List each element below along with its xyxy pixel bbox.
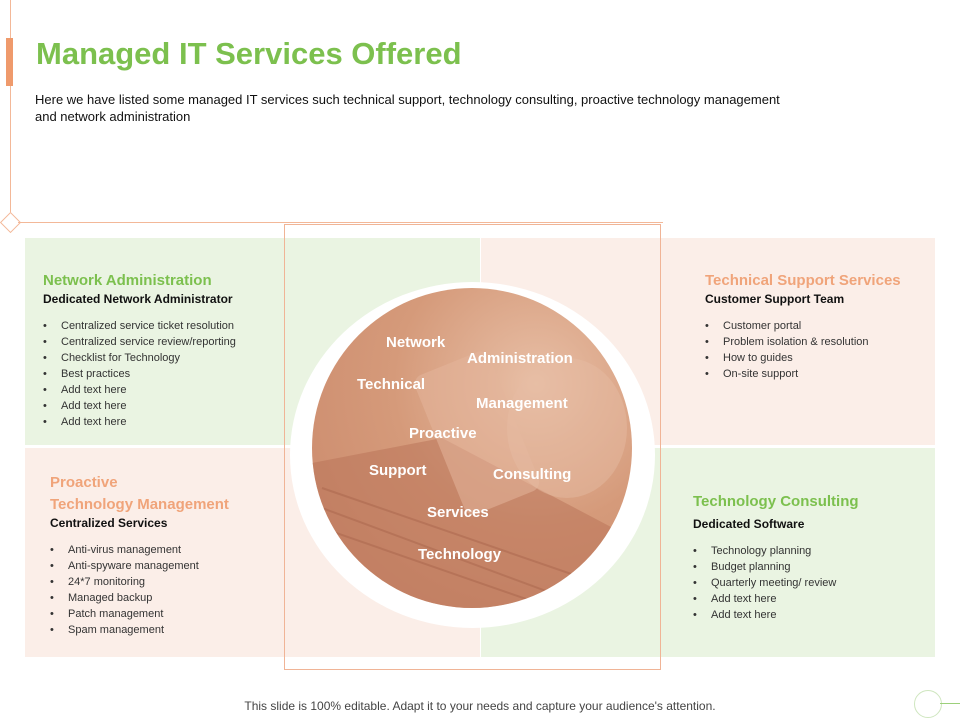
footer-note: This slide is 100% editable. Adapt it to…	[244, 699, 716, 713]
network-admin-list: Centralized service ticket resolution Ce…	[43, 318, 283, 430]
title-accent-bar	[6, 38, 13, 86]
decor-corner-circle	[914, 690, 942, 718]
list-item: Centralized service ticket resolution	[43, 318, 283, 334]
technical-support-list: Customer portal Problem isolation & reso…	[705, 318, 925, 382]
list-item: 24*7 monitoring	[50, 574, 290, 590]
circle-word: Technology	[418, 546, 502, 563]
list-item: Quarterly meeting/ review	[693, 575, 923, 591]
list-item: Budget planning	[693, 559, 923, 575]
circle-word: Consulting	[493, 466, 572, 483]
network-admin-title: Network Administration	[43, 272, 212, 289]
list-item: Add text here	[43, 398, 283, 414]
decor-corner-line	[940, 703, 960, 704]
services-word-cloud: Network Administration Technical Managem…	[312, 288, 632, 608]
technical-support-title: Technical Support Services	[705, 272, 901, 289]
decor-horizontal-line	[18, 222, 663, 223]
list-item: Anti-spyware management	[50, 558, 290, 574]
technical-support-block: Technical Support Services Customer Supp…	[705, 270, 925, 382]
technology-consulting-title: Technology Consulting	[693, 493, 859, 510]
circle-word: Administration	[467, 350, 573, 367]
circle-word: Network	[386, 334, 446, 351]
list-item: Patch management	[50, 606, 290, 622]
list-item: Add text here	[693, 607, 923, 623]
list-item: Centralized service review/reporting	[43, 334, 283, 350]
center-frame	[284, 224, 661, 670]
list-item: Best practices	[43, 366, 283, 382]
list-item: Spam management	[50, 622, 290, 638]
laptop-phone-illustration	[312, 351, 632, 608]
list-item: On-site support	[705, 366, 925, 382]
page-title: Managed IT Services Offered	[36, 36, 462, 71]
proactive-management-block: Proactive Technology Management Centrali…	[50, 472, 290, 638]
decor-vertical-line	[10, 0, 11, 222]
circle-word: Proactive	[409, 425, 477, 442]
technology-consulting-subtitle: Dedicated Software	[693, 517, 805, 531]
list-item: How to guides	[705, 350, 925, 366]
list-item: Technology planning	[693, 543, 923, 559]
list-item: Add text here	[43, 382, 283, 398]
list-item: Managed backup	[50, 590, 290, 606]
technology-consulting-list: Technology planning Budget planning Quar…	[693, 543, 923, 623]
proactive-management-title-line1: Proactive	[50, 474, 118, 491]
technical-support-subtitle: Customer Support Team	[705, 292, 845, 306]
list-item: Add text here	[693, 591, 923, 607]
proactive-management-title-line2: Technology Management	[50, 496, 229, 513]
list-item: Checklist for Technology	[43, 350, 283, 366]
circle-word: Technical	[357, 376, 426, 393]
circle-word: Management	[476, 395, 568, 412]
list-item: Customer portal	[705, 318, 925, 334]
network-admin-subtitle: Dedicated Network Administrator	[43, 292, 233, 306]
list-item: Problem isolation & resolution	[705, 334, 925, 350]
page-subtitle: Here we have listed some managed IT serv…	[35, 92, 780, 124]
list-item: Anti-virus management	[50, 542, 290, 558]
technology-consulting-block: Technology Consulting Dedicated Software…	[693, 491, 923, 623]
circle-word: Services	[427, 504, 489, 521]
network-admin-block: Network Administration Dedicated Network…	[43, 270, 283, 430]
circle-word: Support	[369, 462, 427, 479]
proactive-management-subtitle: Centralized Services	[50, 516, 168, 530]
proactive-management-list: Anti-virus management Anti-spyware manag…	[50, 542, 290, 638]
list-item: Add text here	[43, 414, 283, 430]
